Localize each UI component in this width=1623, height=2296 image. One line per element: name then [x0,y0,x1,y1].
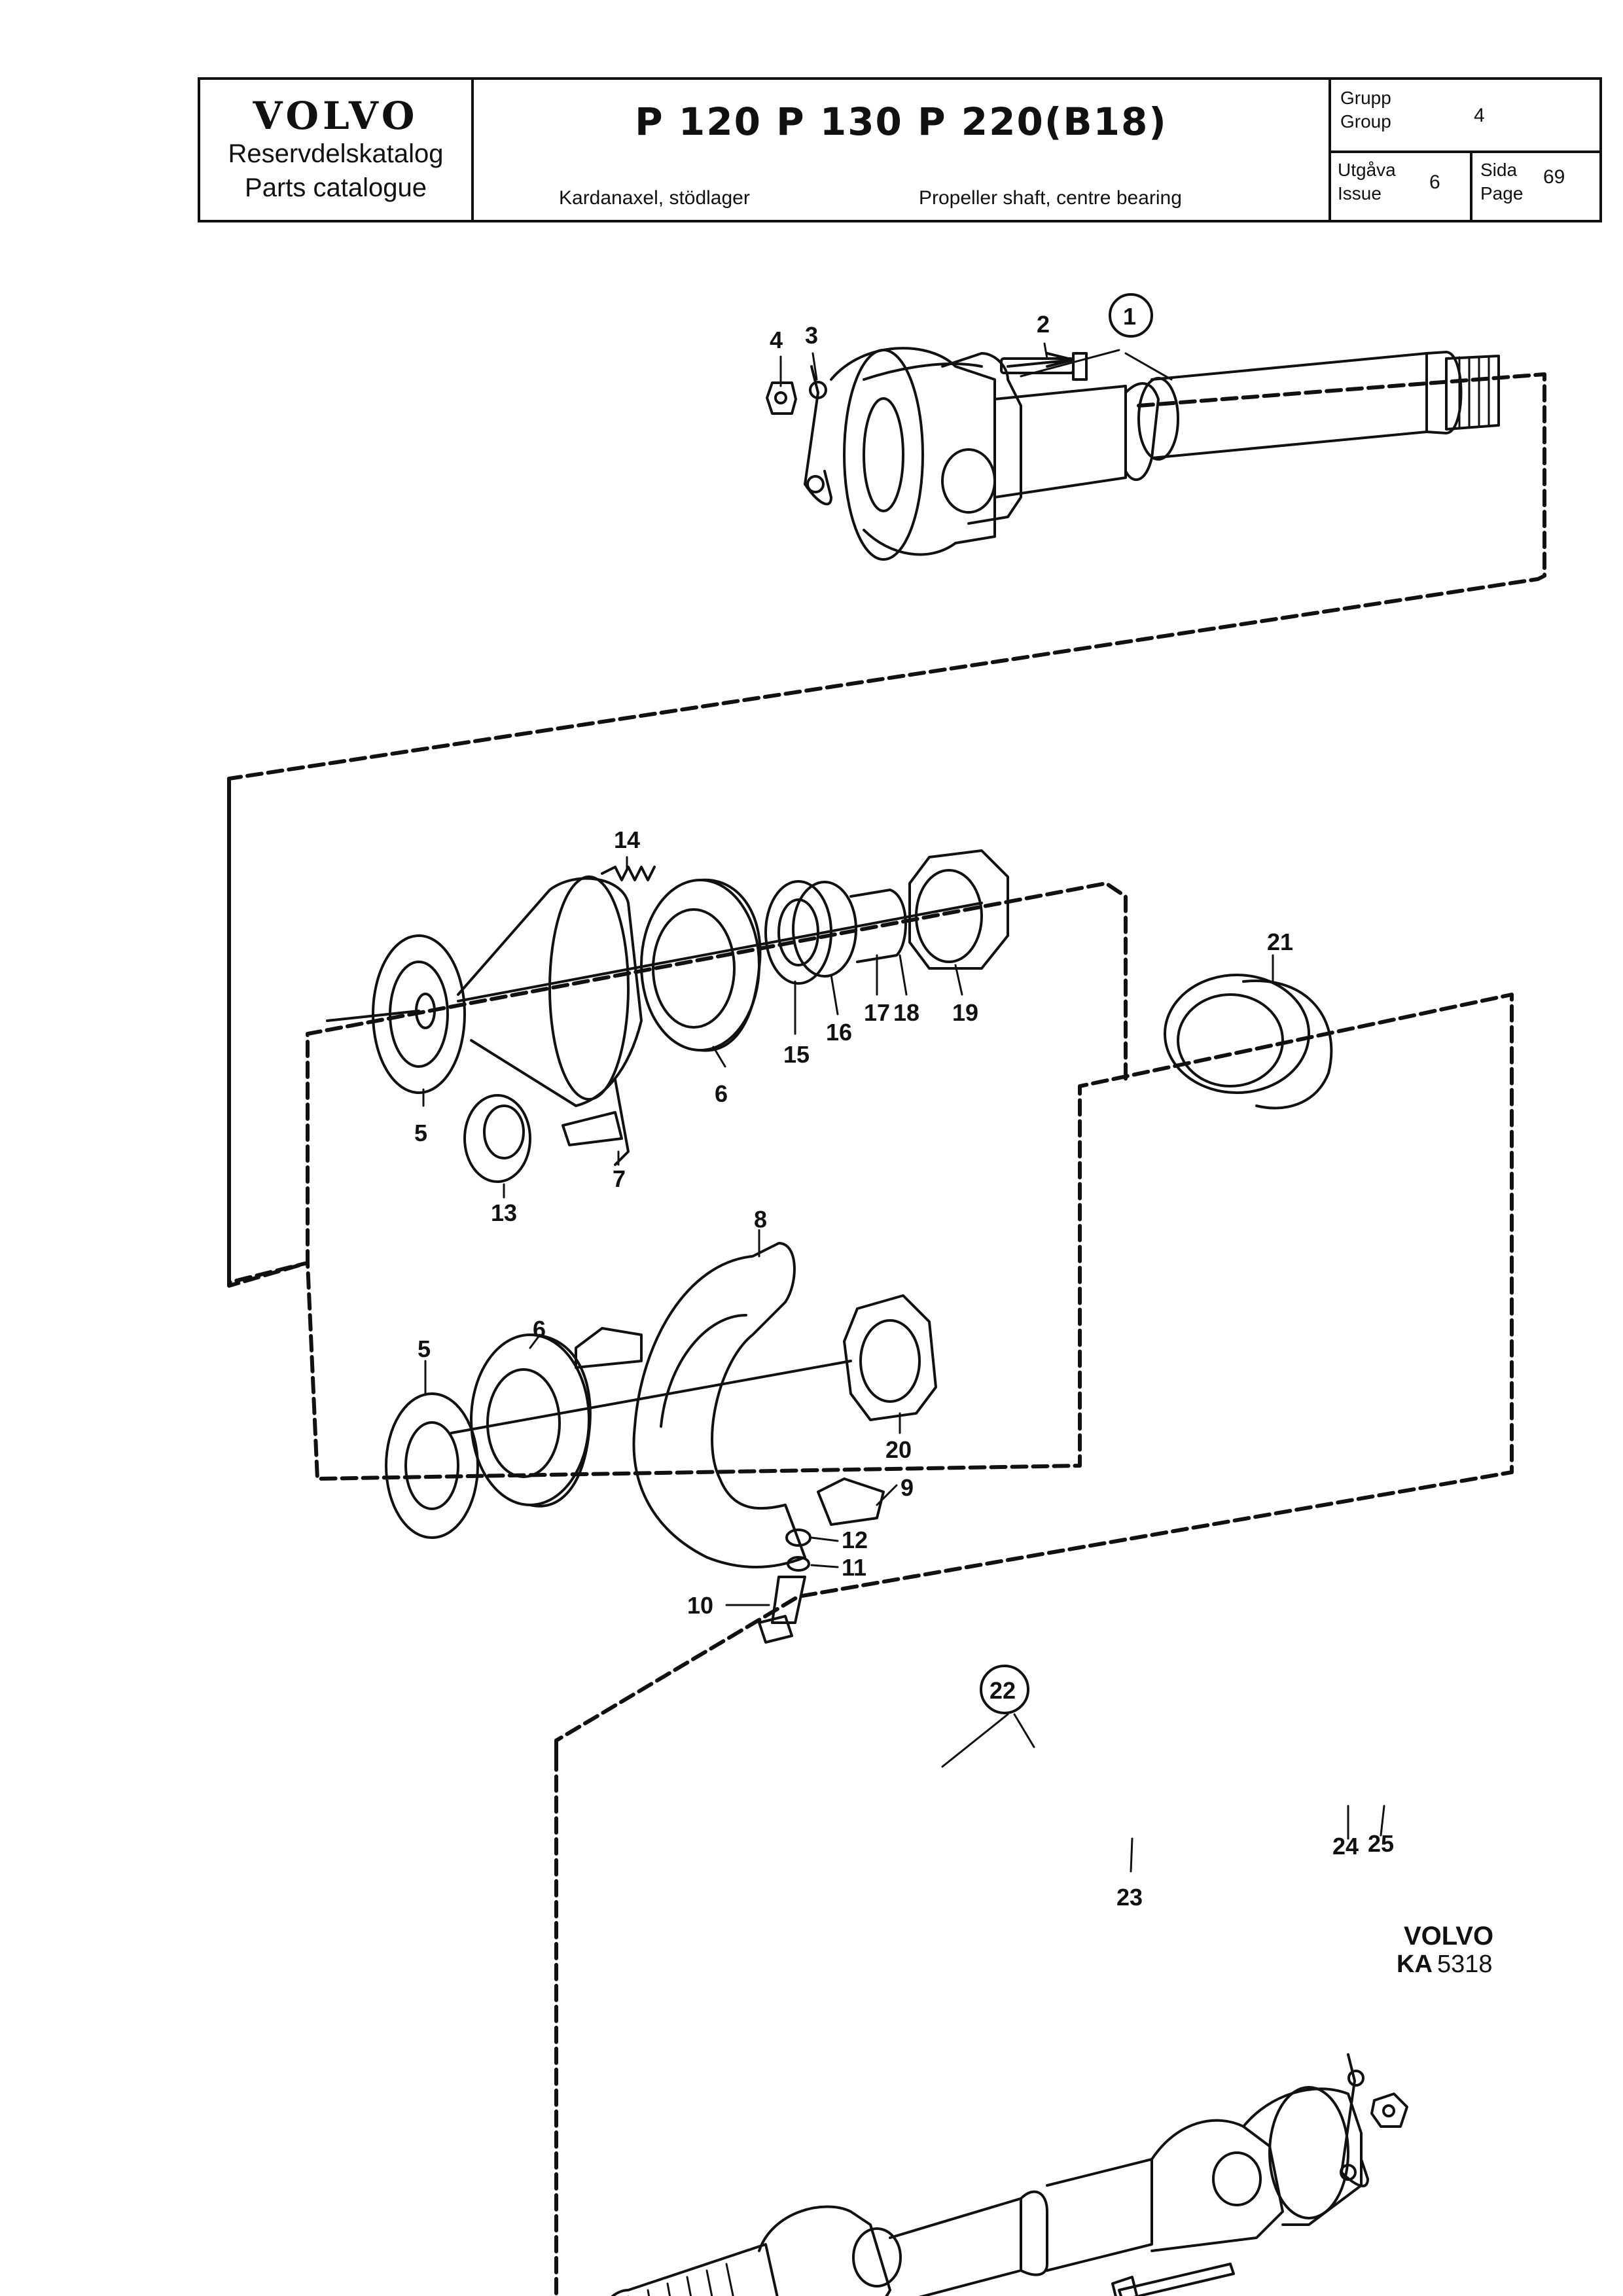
callout-23: 23 [1116,1884,1143,1911]
centre-bearing-upper-assembly [326,849,1009,1183]
page-cell: Sida Page 69 [1472,153,1599,220]
callout-8: 8 [754,1206,767,1233]
callout-5-upper: 5 [414,1120,427,1146]
callout-16: 16 [826,1019,852,1046]
callout-11: 11 [842,1554,866,1581]
issue-cell: Utgåva Issue 6 [1331,153,1472,220]
callout-25: 25 [1368,1830,1394,1857]
callout-19: 19 [952,999,978,1026]
group-label-en: Group [1340,111,1391,132]
group-value: 4 [1474,105,1485,126]
page-label-en: Page [1480,183,1524,203]
footer-code-number: 5318 [1437,1951,1493,1978]
callout-9: 9 [901,1474,914,1501]
callout-circle-1 [1109,293,1153,338]
model-list: P 120 P 130 P 220(B18) [635,99,1168,144]
callout-18: 18 [893,999,919,1026]
catalogue-header: VOLVO Reservdelskatalog Parts catalogue … [198,77,1602,222]
page-label-sv: Sida [1480,160,1518,180]
footer-code-prefix: KA [1397,1951,1433,1978]
page-value: 69 [1543,166,1565,188]
issue-label-sv: Utgåva [1338,160,1396,180]
callout-3: 3 [805,322,818,349]
callout-20: 20 [885,1436,912,1463]
callout-14: 14 [614,826,640,853]
issue-label-en: Issue [1338,183,1382,203]
issue-page-row: Utgåva Issue 6 Sida Page 69 [1331,153,1599,220]
callout-4: 4 [770,327,783,353]
catalog-title-en: Parts catalogue [245,173,427,202]
callout-13: 13 [491,1199,517,1226]
callout-circle-22 [980,1665,1029,1714]
brand-block: VOLVO Reservdelskatalog Parts catalogue [200,80,474,220]
rear-propeller-shaft [611,2053,1408,2296]
group-label-sv: Grupp [1340,88,1391,108]
callout-5-lower: 5 [418,1335,431,1362]
info-block: Grupp Group 4 Utgåva Issue 6 Sida Page 6… [1331,80,1599,220]
issue-value: 6 [1429,171,1440,193]
callout-17: 17 [864,999,890,1026]
models-block: P 120 P 130 P 220(B18) Kardanaxel, stödl… [474,80,1331,220]
callout-2: 2 [1037,311,1050,338]
callout-12: 12 [842,1527,868,1553]
section-title-en: Propeller shaft, centre bearing [919,187,1182,209]
callout-21: 21 [1267,928,1293,955]
callout-1: 1 [1123,303,1136,330]
catalog-title-sv: Reservdelskatalog [228,139,444,168]
leader-lines [422,342,1385,1873]
volvo-logo: VOLVO [253,94,419,138]
front-propeller-shaft [830,347,1500,561]
bolt-and-locking-parts [766,352,1088,506]
group-cell: Grupp Group 4 [1331,80,1599,153]
callout-15: 15 [783,1041,810,1068]
callout-6-upper: 6 [715,1080,728,1107]
connector-dashed-lines [227,372,1546,2296]
callout-22: 22 [990,1677,1016,1704]
callout-7: 7 [613,1165,626,1192]
centre-bearing-lower-assembly [385,1242,937,1644]
footer-brand: VOLVO [1404,1922,1493,1951]
rubber-insulator-ring [1164,974,1333,1110]
callout-24: 24 [1332,1833,1359,1860]
callout-6-lower: 6 [533,1316,546,1343]
callout-10: 10 [687,1592,713,1619]
section-title-sv: Kardanaxel, stödlager [559,187,750,209]
